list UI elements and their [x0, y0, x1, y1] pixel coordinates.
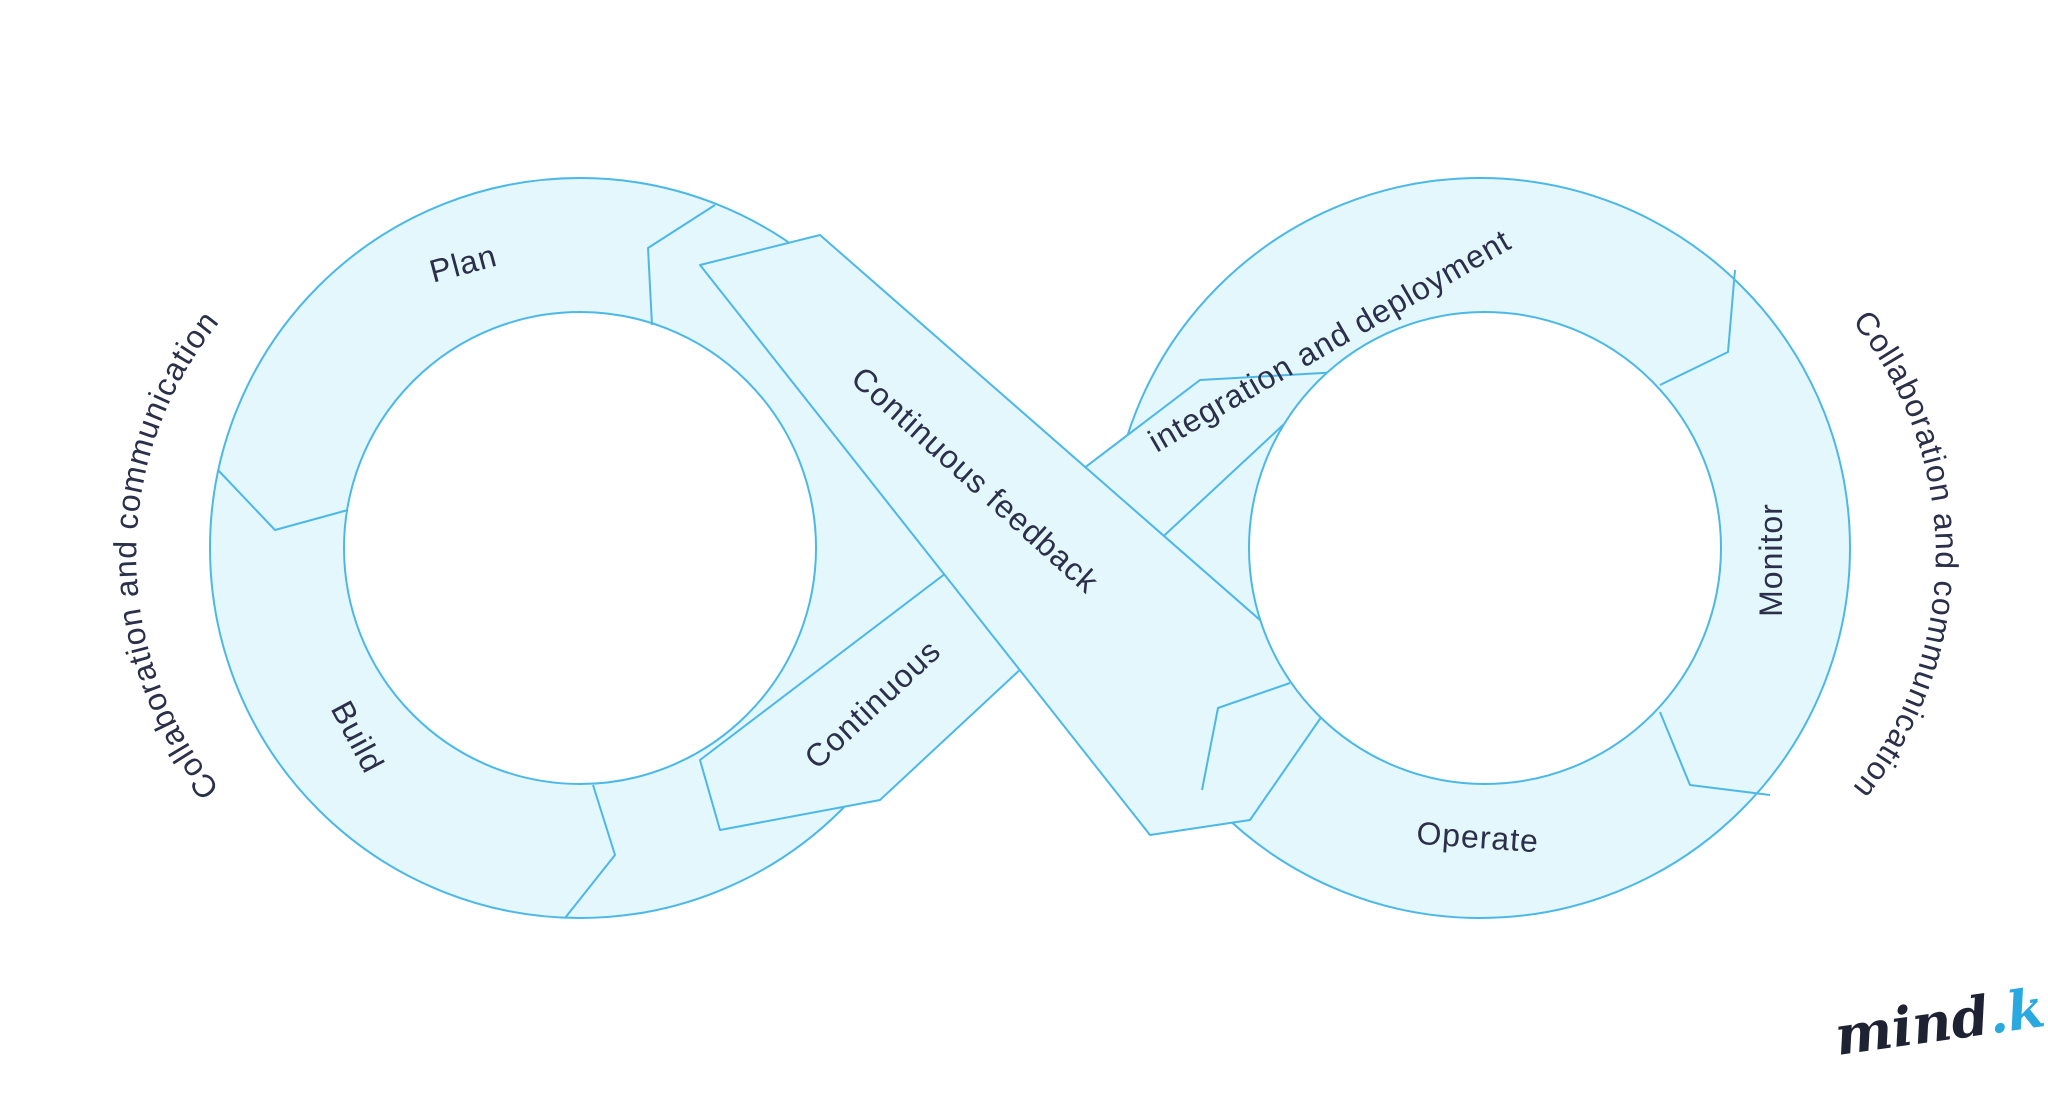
- logo-main: mind: [1831, 983, 1993, 1068]
- stage-label-monitor: Monitor: [1753, 503, 1789, 617]
- stage-label-operate: Operate: [1415, 815, 1540, 859]
- divider-plan-build: [217, 469, 349, 531]
- divider-plan-feedback: [647, 204, 716, 326]
- divider-build-continuous: [564, 784, 616, 919]
- divider-feedback-operate: [1201, 682, 1291, 791]
- logo-accent: k: [2003, 975, 2048, 1044]
- outer-label-left-path: Collaboration and communication: [107, 303, 224, 806]
- outer-label-right: Collaboration and communication: [1846, 304, 1964, 807]
- logo-text: mind.k: [1831, 975, 2048, 1068]
- outer-label-left: Collaboration and communication: [107, 303, 225, 806]
- divider-monitor-operate: [1659, 711, 1771, 796]
- right-loop-inner: [1248, 311, 1722, 785]
- outer-label-right-path: Collaboration and communication: [1846, 304, 1963, 807]
- band-continuous-feedback: [699, 234, 1341, 836]
- left-loop-inner: [343, 311, 817, 785]
- mindk-logo: mind.k: [1831, 975, 2048, 1068]
- divider-integration-monitor: [1659, 269, 1736, 386]
